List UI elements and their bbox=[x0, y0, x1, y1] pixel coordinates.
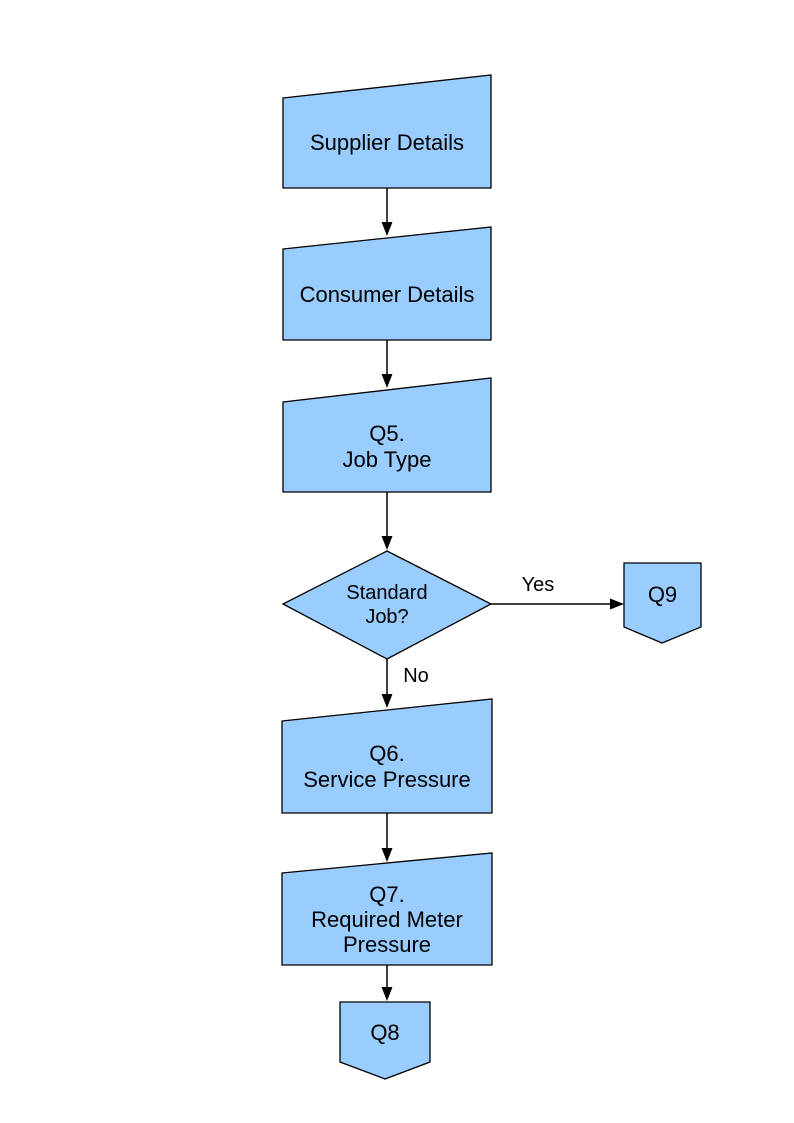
q5-job-type-shape bbox=[282, 377, 492, 493]
yes-edge-label: Yes bbox=[521, 574, 555, 596]
standard-job-decision-shape bbox=[281, 550, 493, 660]
arrowhead-q6-to-q7 bbox=[381, 848, 393, 862]
arrowhead-decision-no-to-q6 bbox=[381, 694, 393, 708]
arrowhead-decision-yes-to-q9 bbox=[610, 598, 624, 610]
no-edge-label: No bbox=[403, 665, 429, 687]
q7-required-meter-pressure-shape bbox=[281, 852, 493, 966]
supplier-details-shape bbox=[282, 74, 492, 189]
q9-offpage-connector-shape bbox=[623, 562, 702, 644]
arrowhead-consumer-to-q5 bbox=[381, 374, 393, 388]
arrowhead-supplier-to-consumer bbox=[381, 222, 393, 236]
q8-offpage-connector-shape bbox=[339, 1001, 431, 1080]
arrowhead-q5-to-decision bbox=[381, 536, 393, 550]
arrowhead-q7-to-q8 bbox=[381, 987, 393, 1001]
consumer-details-shape bbox=[282, 226, 492, 341]
q6-service-pressure-shape bbox=[281, 698, 493, 814]
